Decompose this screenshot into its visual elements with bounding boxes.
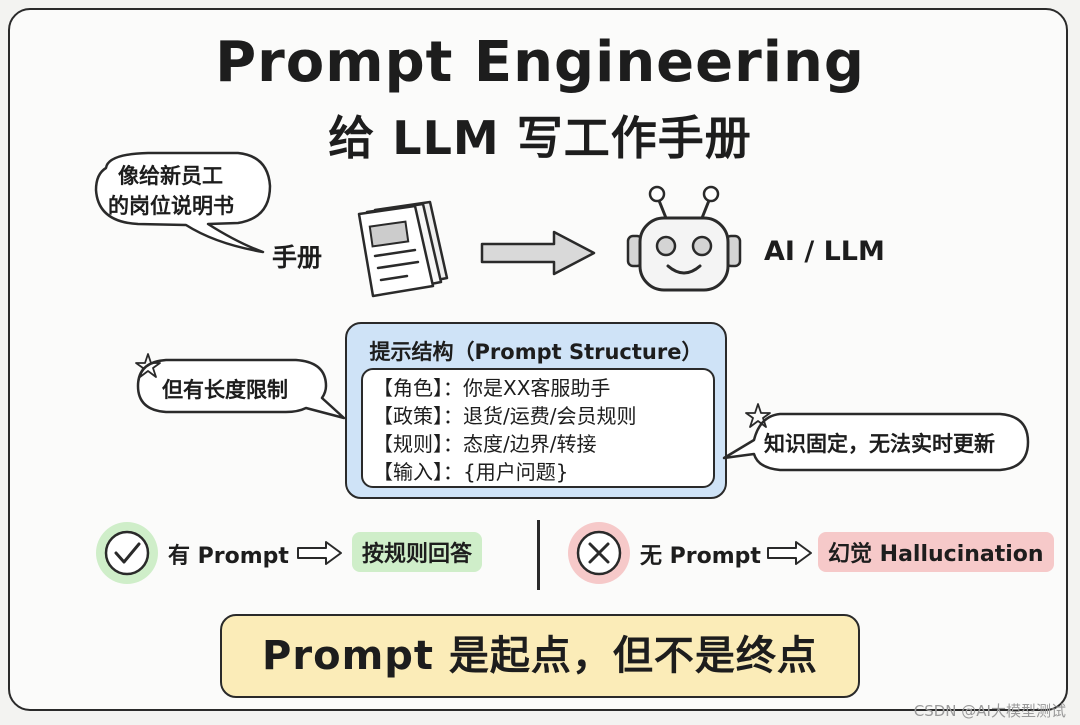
structure-line-input: 【输入】：{用户问题} — [373, 460, 569, 484]
prompt-structure-box: 提示结构（Prompt Structure） 【角色】：你是XX客服助手 【政策… — [345, 322, 727, 499]
without-prompt-label: 无 Prompt — [640, 544, 761, 569]
cross-icon — [568, 522, 630, 584]
knowledge-fixed-note: 知识固定，无法实时更新 — [764, 432, 995, 456]
manual-document-icon — [357, 200, 449, 298]
sub-title: 给 LLM 写工作手册 — [328, 111, 752, 165]
arrow-right-small-icon — [767, 541, 812, 565]
hallucination-badge: 幻觉 Hallucination — [818, 532, 1054, 572]
divider — [537, 520, 540, 590]
prompt-structure-content: 【角色】：你是XX客服助手 【政策】：退货/运费/会员规则 【规则】：态度/边界… — [361, 368, 715, 488]
footer-box: Prompt 是起点，但不是终点 — [220, 614, 860, 698]
arrow-right-small-icon — [297, 541, 342, 565]
check-icon — [96, 522, 158, 584]
main-title: Prompt Engineering — [215, 30, 865, 95]
structure-line-role: 【角色】：你是XX客服助手 — [373, 376, 611, 400]
footer-text: Prompt 是起点，但不是终点 — [262, 633, 818, 679]
manual-bubble — [94, 151, 272, 254]
with-prompt-label: 有 Prompt — [168, 544, 289, 569]
star-icon — [745, 403, 771, 428]
structure-line-policy: 【政策】：退货/运费/会员规则 — [373, 404, 637, 428]
manual-label: 手册 — [272, 243, 323, 272]
arrow-right-icon — [480, 230, 596, 276]
prompt-structure-title: 提示结构（Prompt Structure） — [369, 340, 703, 364]
length-limit-bubble — [135, 353, 346, 420]
ai-llm-label: AI / LLM — [764, 236, 885, 267]
manual-bubble-line2: 的岗位说明书 — [108, 194, 234, 218]
manual-bubble-line1: 像给新员工 — [118, 164, 223, 188]
knowledge-fixed-bubble — [722, 403, 1030, 472]
star-icon — [135, 353, 161, 378]
rule-answer-badge: 按规则回答 — [352, 532, 483, 572]
structure-line-rules: 【规则】：态度/边界/转接 — [373, 432, 597, 456]
robot-icon — [626, 185, 742, 292]
length-limit-note: 但有长度限制 — [162, 378, 288, 402]
watermark: CSDN @AI大模型测试 — [913, 702, 1066, 720]
